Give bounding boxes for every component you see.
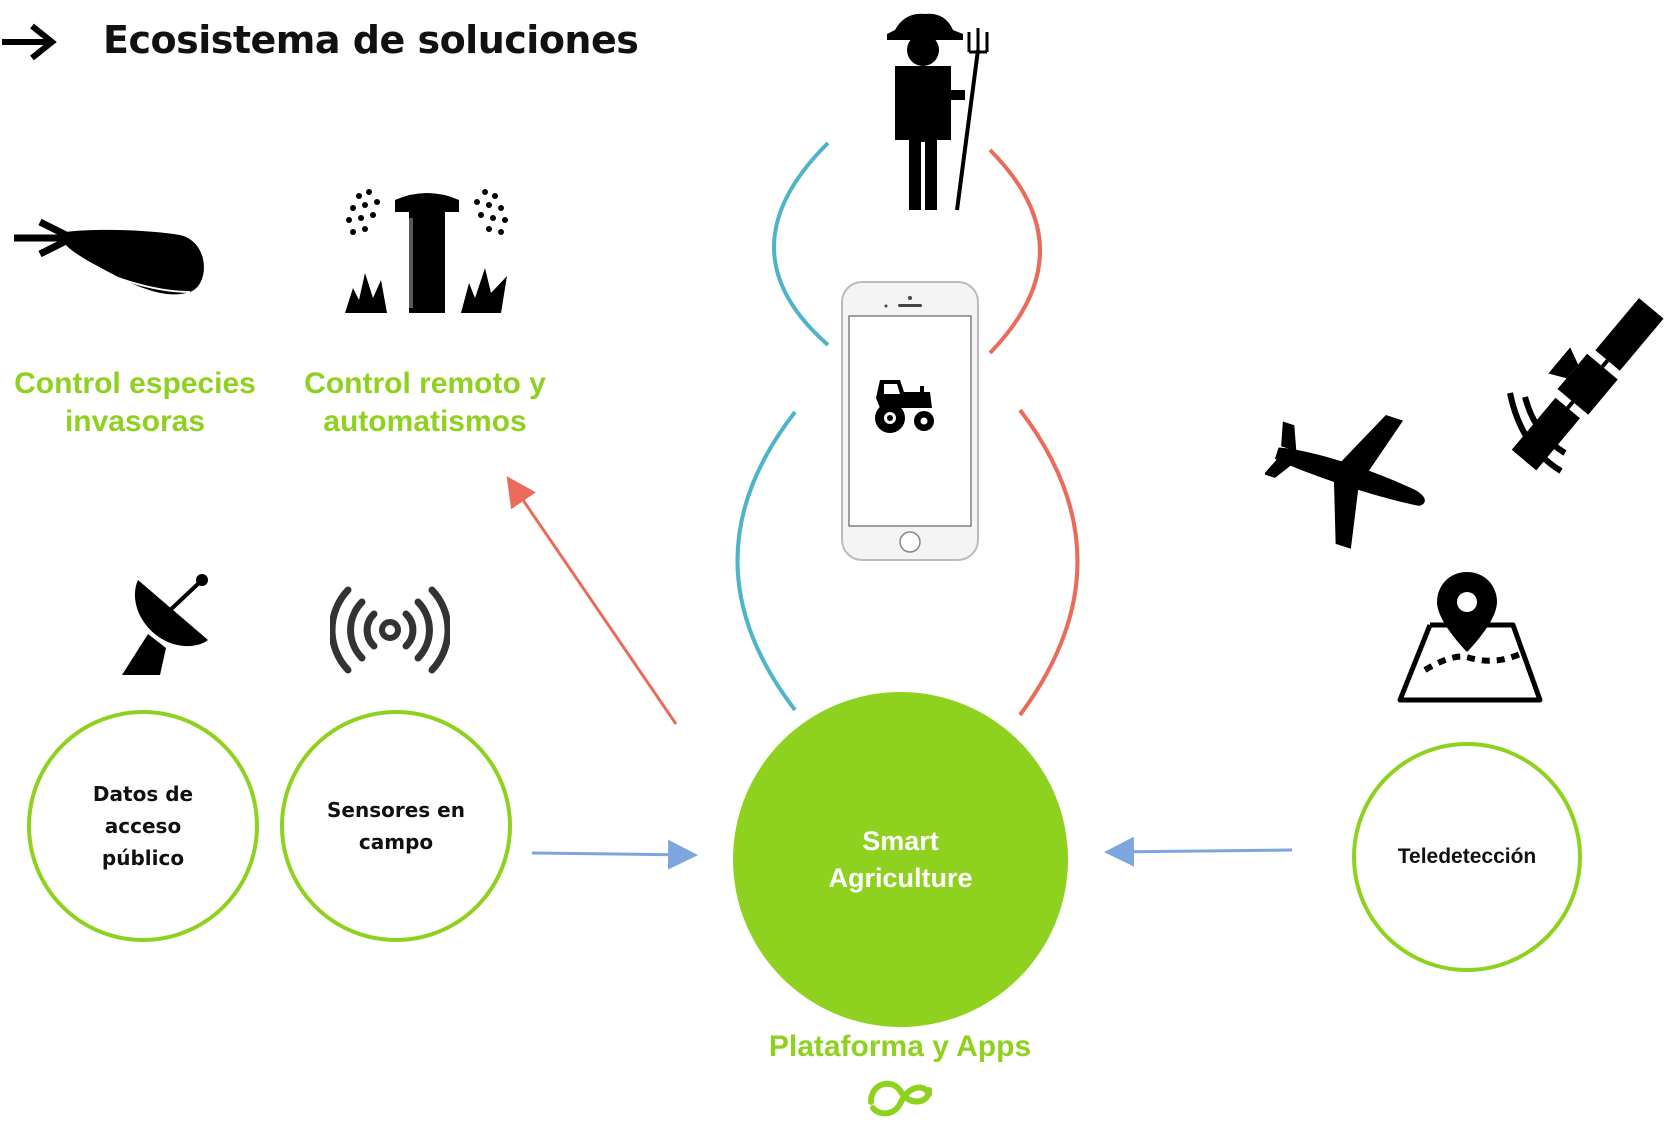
- field-sensors-label: Sensores en campo: [327, 798, 465, 854]
- airplane-icon: [1265, 415, 1425, 549]
- arc-red-upper: [988, 148, 1042, 355]
- wireless-signal-icon: [330, 586, 450, 674]
- public-data-node: Datos de acceso público: [27, 710, 259, 942]
- arrow-from-remote-sensing: [1104, 836, 1293, 867]
- remote-sensing-node: Teledetección: [1352, 742, 1582, 972]
- sprinkler-icon: [345, 189, 508, 313]
- page-title: Ecosistema de soluciones: [103, 18, 639, 62]
- smartphone-icon: [841, 281, 979, 561]
- platform-label: Plataforma y Apps: [768, 1030, 1032, 1063]
- smart-agriculture-hub: Smart Agriculture: [733, 692, 1068, 1027]
- company-logo-icon: [868, 1080, 932, 1117]
- remote-control-label: Control remoto y automatismos: [304, 367, 546, 438]
- drone-icon: [14, 218, 204, 295]
- public-data-label: Datos de acceso público: [92, 782, 194, 870]
- arrow-right-icon: [2, 23, 57, 61]
- invasive-species-label: Control especies invasoras: [14, 367, 256, 438]
- arc-blue-lower: [735, 410, 797, 712]
- tractor-icon: [875, 380, 934, 433]
- arrow-from-sensors: [531, 839, 698, 870]
- satellite-icon: [1507, 298, 1664, 474]
- farmer-icon: [887, 13, 989, 211]
- remote-sensing-label: Teledetección: [1397, 845, 1537, 868]
- field-sensors-node: Sensores en campo: [280, 710, 512, 942]
- map-pin-icon: [1397, 572, 1543, 703]
- arc-blue-upper: [772, 141, 830, 347]
- hub-label: Smart Agriculture: [828, 825, 973, 893]
- arrow-to-remote-control: [506, 476, 678, 725]
- satellite-dish-icon: [122, 574, 208, 675]
- arc-red-lower: [1018, 408, 1080, 717]
